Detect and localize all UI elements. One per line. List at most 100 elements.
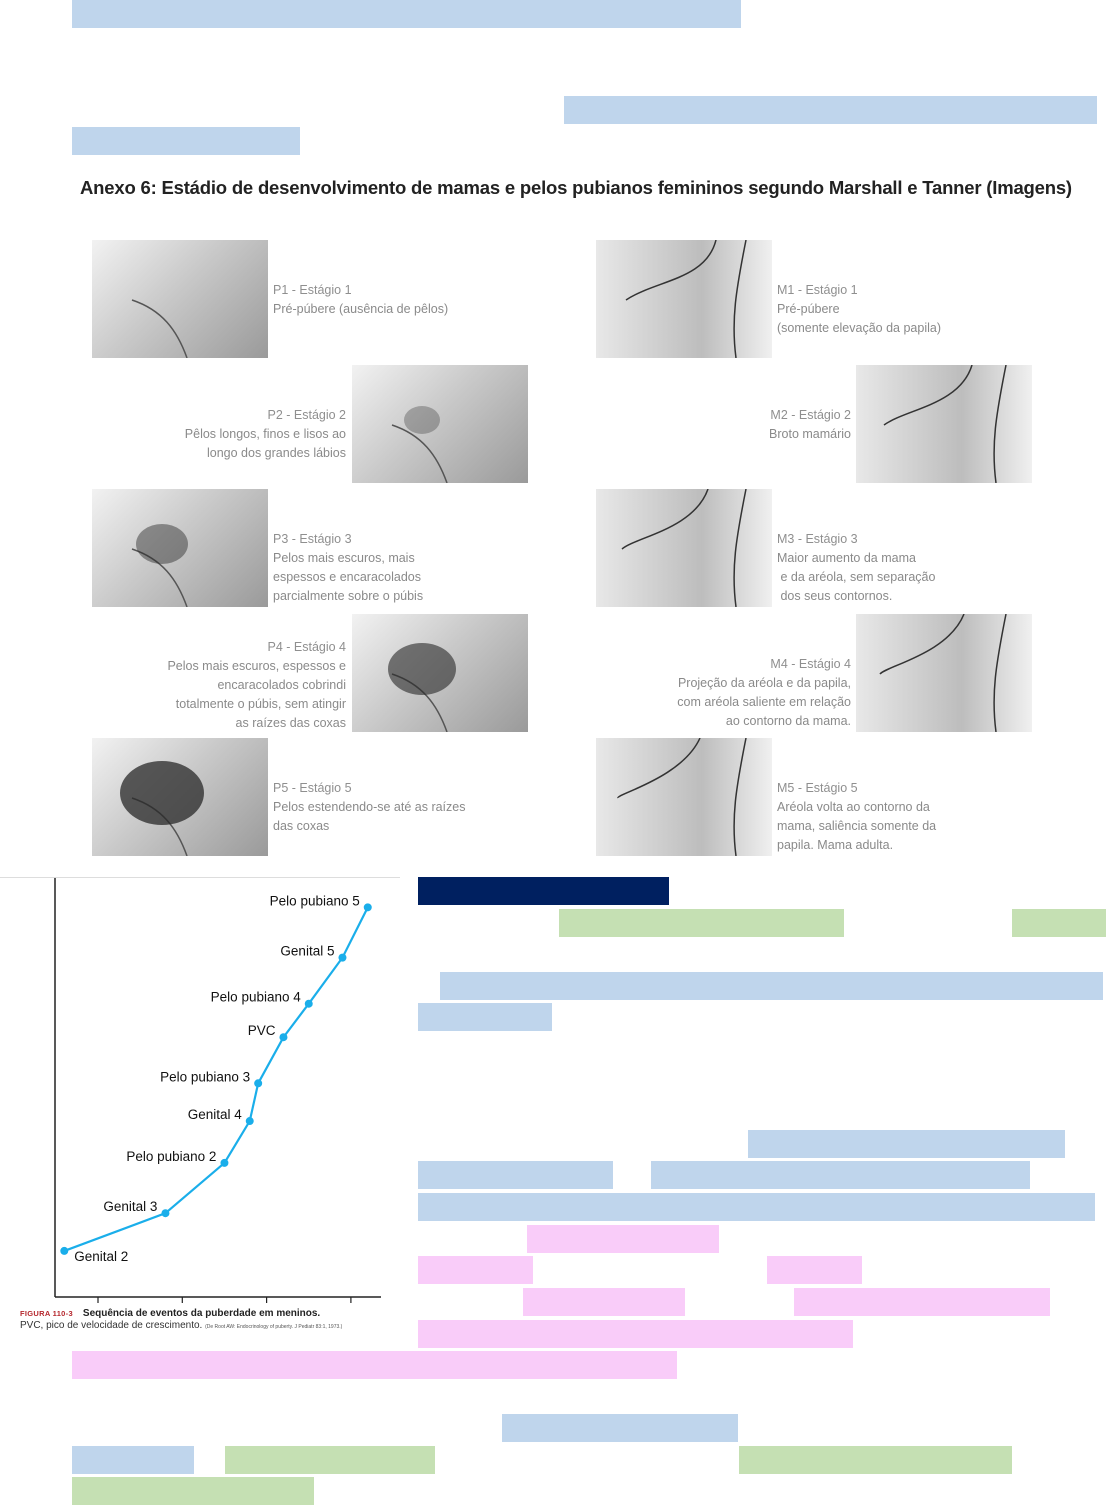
highlighted-text xyxy=(72,1477,314,1505)
highlighted-text xyxy=(225,1446,435,1474)
stage-title: M3 - Estágio 3 xyxy=(777,532,858,546)
stage-title: M4 - Estágio 4 xyxy=(770,657,851,671)
highlighted-text xyxy=(767,1256,862,1284)
stage-description-line: Pelos mais escuros, espessos e xyxy=(167,659,346,673)
pubic-stage-caption: P5 - Estágio 5 Pelos estendendo-se até as… xyxy=(273,779,465,836)
highlighted-text xyxy=(523,1288,685,1316)
stage-title: P5 - Estágio 5 xyxy=(273,781,352,795)
data-label: Genital 2 xyxy=(74,1249,128,1264)
stage-description-line: parcialmente sobre o púbis xyxy=(273,589,424,603)
stage-title: P4 - Estágio 4 xyxy=(267,640,346,654)
data-label: Pelo pubiano 3 xyxy=(160,1069,250,1084)
stage-title: M2 - Estágio 2 xyxy=(770,408,851,422)
stage-description-line: Pré-púbere xyxy=(777,302,840,316)
highlighted-text xyxy=(748,1130,1065,1158)
pubic-stage-illustration xyxy=(92,489,268,607)
breast-stage-caption: M1 - Estágio 1 Pré-púbere (somente elevaçã… xyxy=(777,281,941,338)
stage-title: M5 - Estágio 5 xyxy=(777,781,858,795)
pubic-stage-caption: P2 - Estágio 2 Pêlos longos, finos e liso… xyxy=(185,406,346,463)
data-point xyxy=(245,1117,254,1126)
stage-description-line: Maior aumento da mama xyxy=(777,551,916,565)
pubic-stage-illustration xyxy=(92,240,268,358)
breast-stage-illustration xyxy=(856,365,1032,483)
highlighted-text xyxy=(440,972,1103,1000)
figure-caption: FIGURA 110-3 Sequência de eventos da pube… xyxy=(20,1308,320,1319)
highlighted-text xyxy=(739,1446,1012,1474)
figure-caption-title: Sequência de eventos da puberdade em men… xyxy=(82,1308,321,1319)
stage-description-line: ao contorno da mama. xyxy=(725,714,851,728)
stage-description-line: Pelos mais escuros, mais xyxy=(273,551,415,565)
breast-stage-caption: M4 - Estágio 4 Projeção da aréola e da pa… xyxy=(677,655,851,731)
data-point xyxy=(279,1033,288,1042)
pubic-stage-caption: P4 - Estágio 4 Pelos mais escuros, espess… xyxy=(167,638,346,733)
highlighted-text xyxy=(527,1225,719,1253)
data-label: Genital 4 xyxy=(188,1107,243,1122)
breast-stage-illustration xyxy=(596,489,772,607)
highlighted-text xyxy=(72,1351,677,1379)
stage-title: M1 - Estágio 1 xyxy=(777,283,858,297)
stage-title: P3 - Estágio 3 xyxy=(273,532,352,546)
highlighted-text xyxy=(418,1003,552,1031)
stage-title: P2 - Estágio 2 xyxy=(267,408,346,422)
highlighted-text xyxy=(502,1414,738,1442)
stage-description-line: (somente elevação da papila) xyxy=(777,321,941,335)
stage-description-line: com aréola saliente em relação xyxy=(677,695,851,709)
figure-caption-line: PVC, pico de velocidade de crescimento. … xyxy=(20,1320,342,1331)
divider xyxy=(0,877,400,878)
stage-description-line: Projeção da aréola e da papila, xyxy=(677,676,851,690)
data-point xyxy=(254,1079,263,1088)
breast-stage-caption: M3 - Estágio 3 Maior aumento da mama e da… xyxy=(777,530,935,606)
data-point xyxy=(161,1209,170,1218)
stage-description-line: longo dos grandes lábios xyxy=(207,446,346,460)
highlighted-text xyxy=(418,1193,1095,1221)
data-point xyxy=(338,953,347,962)
data-label: Pelo pubiano 2 xyxy=(126,1149,216,1164)
highlighted-text xyxy=(418,1320,853,1348)
stage-description-line: papila. Mama adulta. xyxy=(777,838,894,852)
highlighted-text xyxy=(72,1446,194,1474)
pubic-stage-illustration xyxy=(352,614,528,732)
data-label: Pelo pubiano 4 xyxy=(211,990,302,1005)
highlighted-text xyxy=(559,909,844,937)
highlighted-text xyxy=(1012,909,1106,937)
breast-stage-illustration xyxy=(596,738,772,856)
figure-label: FIGURA 110-3 xyxy=(20,1309,73,1318)
figure-caption-text: PVC, pico de velocidade de crescimento. xyxy=(20,1320,203,1331)
stage-description-line: dos seus contornos. xyxy=(777,589,893,603)
highlighted-text xyxy=(418,1161,613,1189)
stage-description-line: Pelos estendendo-se até as raízes xyxy=(273,800,466,814)
data-point xyxy=(220,1158,229,1167)
highlighted-text xyxy=(418,1256,533,1284)
pubic-stage-illustration xyxy=(352,365,528,483)
highlighted-heading xyxy=(418,877,669,905)
data-point xyxy=(60,1246,69,1255)
data-label: Pelo pubiano 5 xyxy=(270,893,360,908)
pubic-stage-caption: P3 - Estágio 3 Pelos mais escuros, mais es… xyxy=(273,530,423,606)
figure-source: (De Root AW: Endocrinology of puberty. J… xyxy=(205,1324,343,1330)
data-point xyxy=(304,999,313,1008)
breast-stage-illustration xyxy=(856,614,1032,732)
stage-description-line: espessos e encaracolados xyxy=(273,570,422,584)
stage-description-line: das coxas xyxy=(273,819,330,833)
stage-description-line: Pré-púbere (ausência de pêlos) xyxy=(273,302,449,316)
pubic-stage-illustration xyxy=(92,738,268,856)
puberty-sequence-chart: Genital 2 Genital 3 Pelo pubiano 2 Genital … xyxy=(54,878,381,1303)
stage-description-line: Pêlos longos, finos e lisos ao xyxy=(184,427,346,441)
pubic-stage-caption: P1 - Estágio 1 Pré-púbere (ausência de pê… xyxy=(273,281,448,319)
data-point xyxy=(363,903,372,912)
highlighted-text xyxy=(72,0,741,28)
stage-description-line: mama, saliência somente da xyxy=(777,819,937,833)
highlighted-text xyxy=(651,1161,1030,1189)
data-label: Genital 5 xyxy=(280,944,334,959)
highlighted-text xyxy=(564,96,1097,124)
stage-description-line: e da aréola, sem separação xyxy=(777,570,936,584)
stage-description-line: as raízes das coxas xyxy=(235,716,346,730)
data-label: PVC xyxy=(248,1023,276,1038)
data-label: Genital 3 xyxy=(103,1199,157,1214)
highlighted-text xyxy=(794,1288,1050,1316)
stage-description-line: encaracolados cobrindi xyxy=(217,678,346,692)
stage-title: P1 - Estágio 1 xyxy=(273,283,352,297)
